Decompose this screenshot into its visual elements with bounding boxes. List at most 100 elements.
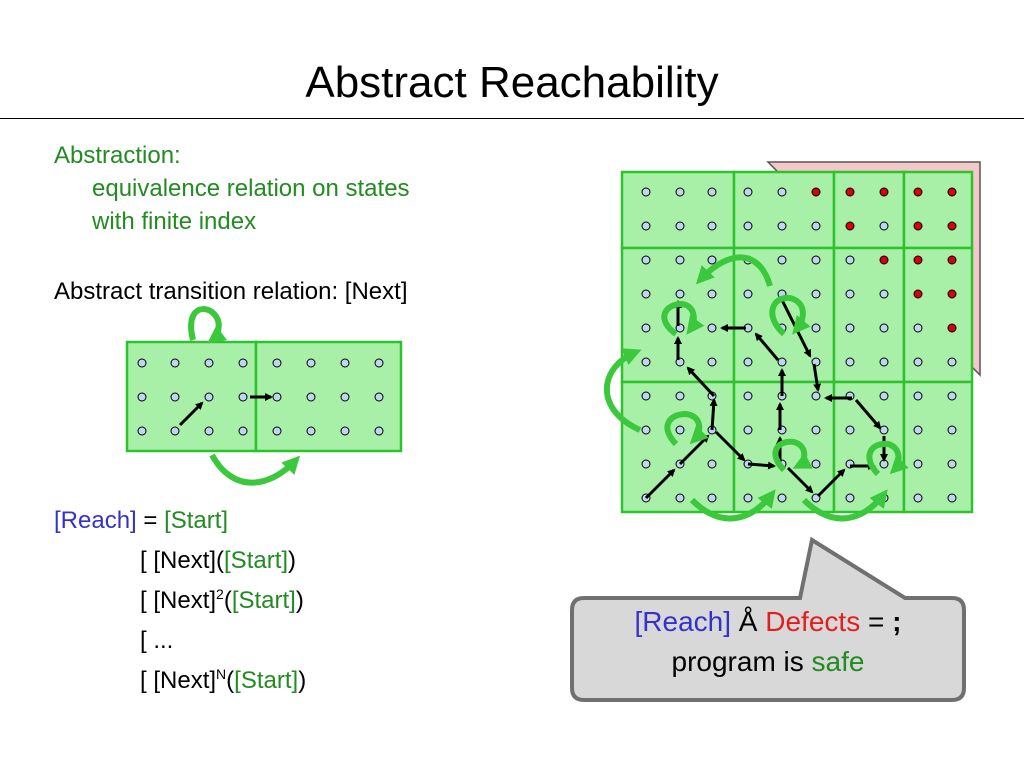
defect-state-dot [913,187,923,197]
curved-arrow-icon [689,489,776,522]
state-dot [340,358,350,368]
curved-arrow-icon [801,489,888,522]
union-symbol: [ [140,587,147,614]
grid-cell [732,380,836,514]
ellipsis: ... [146,627,174,654]
state-dot [137,426,147,436]
state-dot [707,221,717,231]
state-dot [947,357,957,367]
reach-term-1: [ [Next]([Start]) [140,547,296,575]
callout-line-1: [Reach] Å Defects = ; [572,602,964,642]
grid-cell [620,380,736,514]
state-dot [879,357,889,367]
self-loop-arrow-icon [772,438,813,473]
state-dot [340,426,350,436]
exponent-n: N [216,666,227,682]
state-dot [340,392,350,402]
start-label: [Start] [234,667,299,694]
state-dot [675,187,685,197]
state-dot [170,392,180,402]
state-dot [272,358,282,368]
callout-safe: safe [811,646,865,677]
state-dot [272,392,282,402]
callout-eq: = [860,606,893,637]
start-label: [Start] [231,587,296,614]
self-loop-arrow-icon [661,300,705,337]
state-dot [137,392,147,402]
state-dot [306,392,316,402]
state-dot [707,255,717,265]
callout-program-is: program is [671,646,812,677]
state-dot [238,426,248,436]
state-dot [675,221,685,231]
state-dot [743,391,753,401]
state-dot [204,426,214,436]
state-dot [641,221,651,231]
curved-arrow-icon [695,254,773,287]
state-dot [204,358,214,368]
state-dot [879,391,889,401]
transition-arrow [854,399,882,430]
abstraction-line-1: equivalence relation on states [92,175,410,202]
transition-arrow [812,363,822,392]
state-dot [879,323,889,333]
state-dot [374,426,384,436]
state-dot [641,323,651,333]
defect-state-dot [879,255,889,265]
state-dot [743,357,753,367]
state-dot [675,391,685,401]
state-dot [306,358,316,368]
state-dot [675,255,685,265]
state-dot [374,392,384,402]
open-paren: ( [226,667,235,694]
state-dot [641,391,651,401]
state-dot [947,425,957,435]
state-dot [641,425,651,435]
start-label: [Start] [224,547,289,574]
page-title: Abstract Reachability [305,58,719,107]
defect-state-dot [947,323,957,333]
state-dot [306,426,316,436]
state-dot [811,459,821,469]
curved-arrow-icon [603,348,642,433]
state-dot [913,493,923,503]
state-dot [707,493,717,503]
state-dot [743,221,753,231]
next-label: [Next] [146,587,217,614]
exponent-2: 2 [216,586,224,602]
state-dot [675,493,685,503]
state-dot [204,392,214,402]
state-dot [845,289,855,299]
state-dot [913,425,923,435]
state-dot [641,187,651,197]
callout-defects: Defects [765,606,861,637]
abstract-region-left [125,340,258,453]
state-dot [811,323,821,333]
state-dot [641,289,651,299]
state-dot [947,391,957,401]
large-abstract-grid [620,170,974,514]
state-dot [811,425,821,435]
reach-term-ellipsis: [ ... [140,627,173,655]
state-dot [845,357,855,367]
callout-empty: ; [892,606,902,637]
reach-equation: [Reach] = [Start] [54,507,228,535]
self-loop-arrow-icon [769,294,811,337]
state-dot [743,493,753,503]
defect-state-dot [947,255,957,265]
defect-state-dot [811,187,821,197]
grid-cell [620,170,736,250]
grid-cell [832,246,906,384]
self-loop-arrow-icon [866,440,909,477]
defect-state-dot [947,187,957,197]
state-dot [845,323,855,333]
state-dot [170,426,180,436]
small-abstract-diagram [125,306,403,486]
state-dot [947,493,957,503]
union-symbol: [ [140,667,147,694]
state-dot [675,289,685,299]
reach-term-n: [ [Next]N([Start]) [140,667,306,695]
state-dot [238,358,248,368]
state-dot [707,187,717,197]
state-dot [743,425,753,435]
